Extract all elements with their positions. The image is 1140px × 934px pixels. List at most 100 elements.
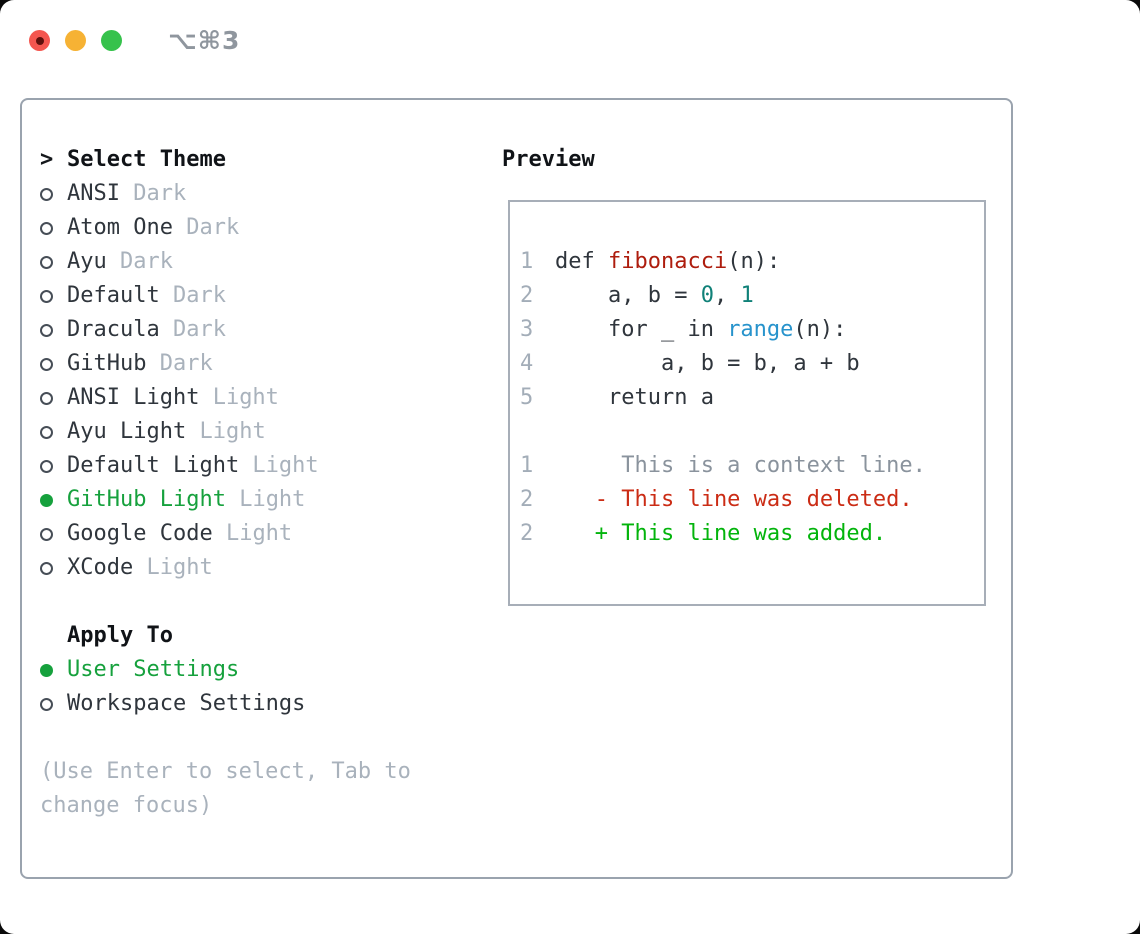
radio-cell <box>40 459 67 473</box>
theme-variant: Light <box>239 453 319 478</box>
theme-variant: Light <box>225 487 306 512</box>
code-line <box>520 415 984 449</box>
hint-text: (Use Enter to select, Tab to <box>40 759 411 784</box>
theme-label: Dracula <box>67 317 160 342</box>
radio-cell <box>40 663 67 677</box>
code-token-plain: (n): <box>793 317 847 342</box>
code-text: a, b = b, a + b <box>555 347 860 381</box>
apply-option[interactable]: User Settings <box>40 653 502 687</box>
radio-icon <box>40 391 53 405</box>
radio-cell <box>40 425 67 439</box>
radio-icon <box>40 187 53 201</box>
theme-label: GitHub <box>67 351 147 376</box>
radio-icon <box>40 221 53 235</box>
theme-variant: Light <box>212 521 293 546</box>
code-token-plain: a, b = b, a + b <box>555 351 860 376</box>
radio-cell <box>40 289 67 303</box>
code-text: for _ in range(n): <box>555 313 846 347</box>
theme-label: Default <box>67 283 160 308</box>
theme-item[interactable]: XCode Light <box>40 551 502 585</box>
radio-selected-icon <box>40 663 53 677</box>
code-token-number: 1 <box>740 283 754 308</box>
code-text: return a <box>555 381 714 415</box>
theme-variant: Dark <box>159 283 226 308</box>
radio-cell <box>40 187 67 201</box>
radio-icon <box>40 357 53 371</box>
minimize-button[interactable] <box>65 30 86 51</box>
theme-item[interactable]: GitHub Dark <box>40 347 502 381</box>
line-number: 2 <box>520 487 534 512</box>
radio-icon <box>40 289 53 303</box>
preview-header: Preview <box>502 147 595 172</box>
theme-item[interactable]: Atom One Dark <box>40 211 502 245</box>
code-line: 5 return a <box>520 381 984 415</box>
theme-item[interactable]: Ayu Dark <box>40 245 502 279</box>
code-line: 4 a, b = b, a + b <box>520 347 984 381</box>
code-token-plain: , <box>713 283 741 308</box>
apply-option-label: Workspace Settings <box>67 691 306 716</box>
hint-text: change focus) <box>40 793 213 818</box>
radio-icon <box>40 527 53 541</box>
theme-item[interactable]: Default Dark <box>40 279 502 313</box>
select-theme-header-row: > Select Theme <box>40 143 502 177</box>
apply-to-header: Apply To <box>67 623 173 648</box>
theme-item[interactable]: Dracula Dark <box>40 313 502 347</box>
theme-item[interactable]: GitHub Light Light <box>40 483 502 517</box>
theme-item[interactable]: Ayu Light Light <box>40 415 502 449</box>
code-text: This is a context line. <box>555 449 926 483</box>
line-number: 2 <box>520 283 534 308</box>
radio-cell <box>40 493 67 507</box>
keyboard-hint: (Use Enter to select, Tab to change focus… <box>40 755 502 823</box>
theme-label: XCode <box>67 555 134 580</box>
code-text: + This line was added. <box>555 517 886 551</box>
code-token-plain: (n): <box>727 249 781 274</box>
line-number: 5 <box>520 385 534 410</box>
radio-cell <box>40 221 67 235</box>
theme-variant: Dark <box>106 249 173 274</box>
code-text: a, b = 0, 1 <box>555 279 754 313</box>
code-token-deleted: - This line was deleted. <box>555 487 913 512</box>
zoom-button[interactable] <box>101 30 122 51</box>
code-line: 2 a, b = 0, 1 <box>520 279 984 313</box>
line-number <box>520 415 555 449</box>
radio-cell <box>40 697 67 711</box>
apply-option-label: User Settings <box>67 657 240 682</box>
theme-item[interactable]: Google Code Light <box>40 517 502 551</box>
theme-label: Default Light <box>67 453 240 478</box>
code-text: def fibonacci(n): <box>555 245 780 279</box>
theme-item[interactable]: ANSI Dark <box>40 177 502 211</box>
code-token-function: fibonacci <box>607 249 728 274</box>
code-token-plain: return a <box>555 385 714 410</box>
theme-label: Google Code <box>67 521 213 546</box>
theme-item[interactable]: ANSI Light Light <box>40 381 502 415</box>
theme-variant: Light <box>186 419 266 444</box>
close-button[interactable] <box>29 30 50 51</box>
titlebar: ⌥⌘3 <box>29 26 240 55</box>
theme-variant: Dark <box>119 181 187 206</box>
theme-item[interactable]: Default Light Light <box>40 449 502 483</box>
theme-variant: Light <box>199 385 279 410</box>
radio-icon <box>40 425 53 439</box>
radio-icon <box>40 561 53 575</box>
radio-cell <box>40 561 67 575</box>
line-number: 1 <box>520 453 534 478</box>
code-token-plain: def <box>555 249 608 274</box>
section-gap <box>40 721 502 755</box>
theme-variant: Dark <box>159 317 226 342</box>
focus-caret-icon: > <box>40 147 54 172</box>
apply-option[interactable]: Workspace Settings <box>40 687 502 721</box>
code-line: 2 - This line was deleted. <box>520 483 984 517</box>
line-number: 4 <box>520 351 534 376</box>
code-token-context: This is a context line. <box>555 453 926 478</box>
line-number: 3 <box>520 317 534 342</box>
code-token-plain: a, b = <box>555 283 701 308</box>
radio-cell <box>40 323 67 337</box>
code-line: 1 This is a context line. <box>520 449 984 483</box>
section-gap <box>40 585 502 619</box>
radio-selected-icon <box>40 493 53 507</box>
